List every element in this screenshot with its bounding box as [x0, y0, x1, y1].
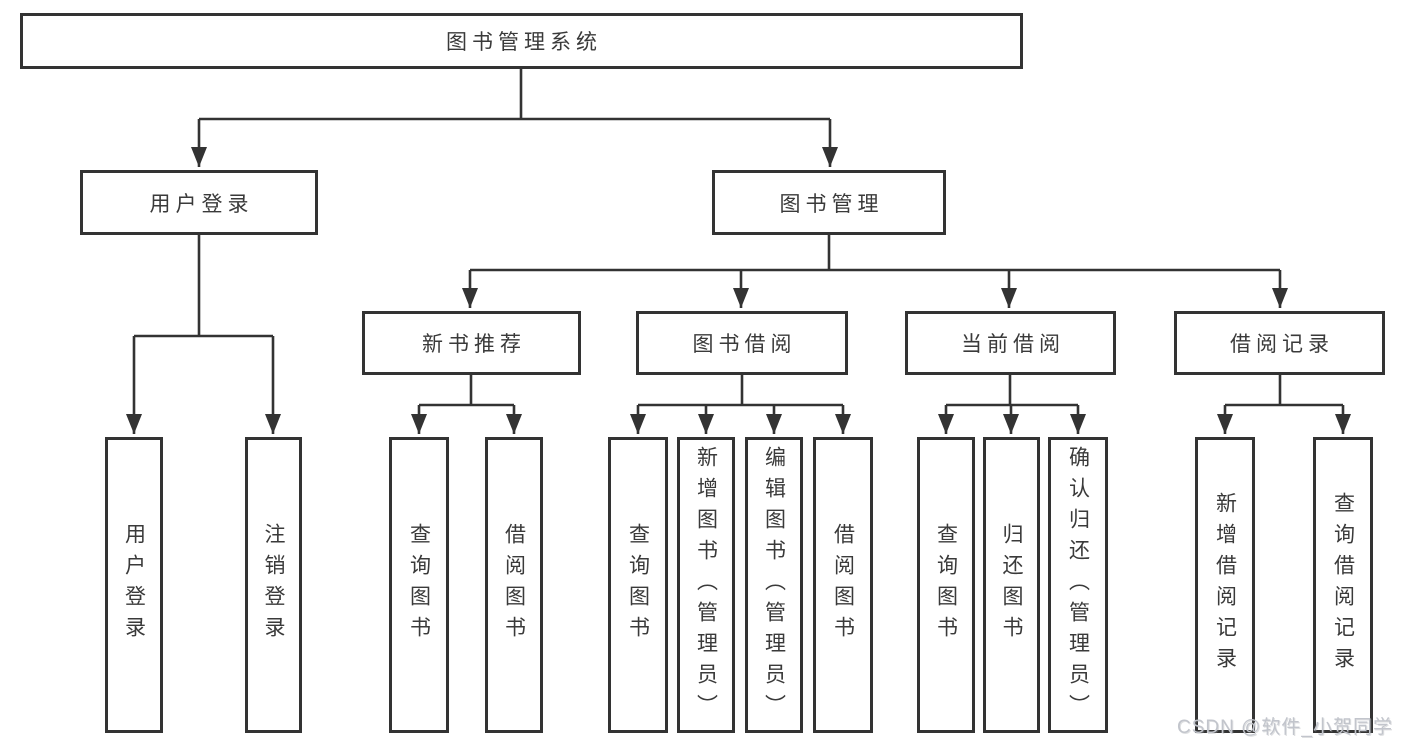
leaf-return-books-label: 归还图书	[1000, 523, 1023, 647]
leaf-edit-books-admin: 编辑图书（管理员）	[745, 437, 803, 733]
node-book-management: 图书管理	[712, 170, 946, 235]
leaf-logout: 注销登录	[245, 437, 302, 733]
node-book-management-label: 图书管理	[779, 192, 884, 216]
leaf-user-login: 用户登录	[105, 437, 163, 733]
node-current-borrowing-label: 当前借阅	[961, 333, 1065, 356]
node-book-borrowing: 图书借阅	[636, 311, 848, 375]
node-current-borrowing: 当前借阅	[905, 311, 1116, 375]
node-book-borrowing-label: 图书借阅	[692, 333, 797, 356]
leaf-borrow-books-recommend: 借阅图书	[485, 437, 543, 733]
connector-borrowing-records-to-leaves	[1217, 375, 1351, 434]
connector-current-borrowing-to-leaves	[938, 375, 1086, 434]
leaf-borrow-books-borrowing: 借阅图书	[813, 437, 873, 733]
leaf-query-borrow-record: 查询借阅记录	[1313, 437, 1373, 733]
node-new-book-recommendation-label: 新书推荐	[422, 333, 526, 356]
node-borrowing-records: 借阅记录	[1174, 311, 1385, 375]
leaf-add-books-admin: 新增图书（管理员）	[677, 437, 735, 733]
leaf-query-books-recommend-label: 查询图书	[407, 523, 431, 647]
connector-user-login-to-leaves	[126, 235, 281, 434]
node-root-label: 图书管理系统	[446, 31, 602, 54]
leaf-query-books-current: 查询图书	[917, 437, 975, 733]
node-user-login-label: 用户登录	[149, 192, 254, 216]
leaf-query-borrow-record-label: 查询借阅记录	[1331, 492, 1355, 678]
node-borrowing-records-label: 借阅记录	[1230, 333, 1334, 356]
leaf-confirm-return-admin-label: 确认归还（管理员）	[1066, 445, 1090, 725]
leaf-add-borrow-record-label: 新增借阅记录	[1213, 492, 1237, 678]
leaf-query-books-recommend: 查询图书	[389, 437, 449, 733]
connector-root-to-level2	[191, 69, 838, 167]
connector-book-management-to-level3	[462, 235, 1288, 308]
leaf-query-books-current-label: 查询图书	[934, 523, 958, 647]
leaf-add-borrow-record: 新增借阅记录	[1195, 437, 1255, 733]
node-user-login: 用户登录	[80, 170, 318, 235]
node-root-library-management-system: 图书管理系统	[20, 13, 1023, 69]
leaf-confirm-return-admin: 确认归还（管理员）	[1048, 437, 1108, 733]
leaf-borrow-books-borrowing-label: 借阅图书	[831, 523, 855, 647]
leaf-user-login-label: 用户登录	[122, 523, 146, 647]
connector-new-books-to-leaves	[411, 375, 522, 434]
leaf-logout-label: 注销登录	[262, 523, 285, 647]
node-new-book-recommendation: 新书推荐	[362, 311, 581, 375]
leaf-add-books-admin-label: 新增图书（管理员）	[694, 445, 718, 725]
connector-book-borrowing-to-leaves	[630, 375, 851, 434]
leaf-borrow-books-recommend-label: 借阅图书	[502, 523, 526, 647]
leaf-edit-books-admin-label: 编辑图书（管理员）	[762, 445, 786, 725]
leaf-query-books-borrowing: 查询图书	[608, 437, 668, 733]
leaf-return-books: 归还图书	[983, 437, 1040, 733]
leaf-query-books-borrowing-label: 查询图书	[626, 523, 650, 647]
